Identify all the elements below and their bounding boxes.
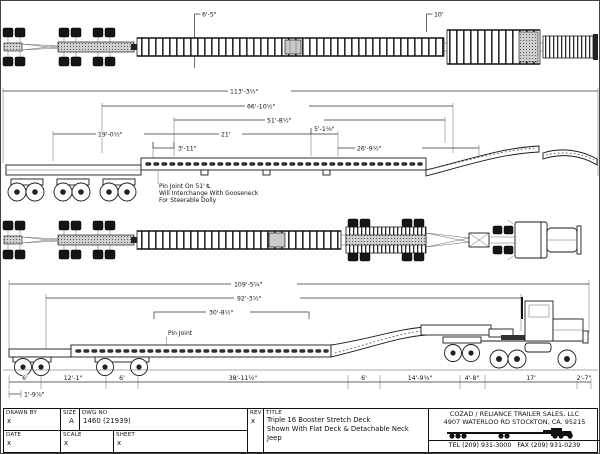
chain-dim: 6' [119,375,125,382]
date-value: x [7,439,12,447]
cell-drawn-by: DRAWN BY x [4,409,61,431]
cell-company: COZAD / RELIANCE TRAILER SALES, LLC 4907… [429,409,600,454]
dim-rear-overhang: 1'-9⅞" [24,392,45,399]
chain-dim: 38'-11½" [229,374,258,382]
company-name: COZAD / RELIANCE TRAILER SALES, LLC [449,410,580,418]
sheet-value: x [117,439,122,447]
date-label: DATE [6,432,22,438]
dim-label-deck-width: 10' [434,12,444,19]
company-address: 4907 WATERLOO RD STOCKTON, CA. 95215 [443,418,586,427]
dim-label: 66'-10½" [247,102,276,110]
side-view-flat-deck: 113'-3½" 66'-10½" 51'-8½" 19'-0½" 21' 5'… [2,86,599,204]
note-line: For Steerable Dolly [159,197,217,204]
chain-dim: 6' [361,375,367,382]
cell-dwg-no: DWG NO 1460 (21939) [80,409,248,431]
title-line-2: Shown With Flat Deck & Detachable Neck [267,424,409,433]
dim-label: 51'-8½" [267,116,292,124]
title-line-3: Jeep [267,433,282,442]
chain-dim: 14'-9¾" [408,375,433,382]
dim-overall-length: 113'-3½" [230,87,259,95]
company-fax: FAX (209) 931-0239 [517,441,581,449]
company-tel: TEL (209) 931-3000 [448,441,512,449]
cell-title: TITLE Triple 16 Booster Stretch Deck Sho… [264,409,429,454]
size-value: A [69,417,74,425]
size-label: SIZE [63,410,77,416]
title-line-1: Triple 16 Booster Stretch Deck [267,416,371,424]
chain-dim: 2'-7" [577,375,592,382]
pin-joint-label: Pin Joint [168,330,193,337]
dim-overall-length: 109'-5¼" [234,281,263,288]
drawn-by-value: x [7,417,12,425]
cell-scale: SCALE x [61,431,114,454]
dim-label: 92'-3½" [237,294,262,302]
note-line: Pin Joint On 51' ℄ [159,183,211,190]
chain-dim: 6' [22,375,28,382]
dim-label: 3'-11" [178,146,197,153]
rev-label: REV [250,410,262,416]
dwg-no-label: DWG NO [82,410,108,416]
dim-label: 30'-8½" [209,308,234,316]
dwg-no-value: 1460 (21939) [83,417,131,425]
plan-view-steerable-dolly [2,218,582,262]
dim-label: 5'-1⅛" [314,126,335,133]
title-block: DRAWN BY x SIZE A DWG NO 1460 (21939) RE… [3,408,600,454]
side-view-with-tractor: 109'-5¼" 92'-3½" 30'-8½" Pin Joint [3,280,598,400]
cell-size: SIZE A [61,409,80,431]
note-line: Will Interchange With Gooseneck [159,190,259,197]
scale-label: SCALE [63,432,82,438]
truck-logo-icon [446,427,573,439]
drawing-canvas: 6'-5" 10' 113'-3½" 66'-10½" 51'-8½" 19'-… [2,11,599,400]
rev-value: x [251,417,256,425]
dim-label: 26'-9½" [357,145,382,153]
truck-plan [489,219,582,261]
title-label: TITLE [266,410,282,416]
drawn-by-label: DRAWN BY [6,410,38,416]
tractor [481,297,589,369]
chain-dim: 4'-8" [465,375,480,382]
cell-rev: REV x [248,409,264,454]
company-phone-row: TEL (209) 931-3000 FAX (209) 931-0239 [429,439,600,449]
wheel-group [7,182,137,202]
cell-date: DATE x [4,431,61,454]
dim-label-neck-width: 6'-5" [202,12,217,19]
plan-view-flat-deck: 6'-5" 10' [2,11,598,68]
chain-dim: 12'-1" [64,375,83,382]
sheet-label: SHEET [116,432,135,438]
wheel-group [14,358,148,376]
dim-label: 21' [221,131,231,138]
dim-label: 19'-0½" [98,130,123,138]
chain-dim: 17' [526,375,536,382]
scale-value: x [64,439,69,447]
cell-sheet: SHEET x [114,431,248,454]
